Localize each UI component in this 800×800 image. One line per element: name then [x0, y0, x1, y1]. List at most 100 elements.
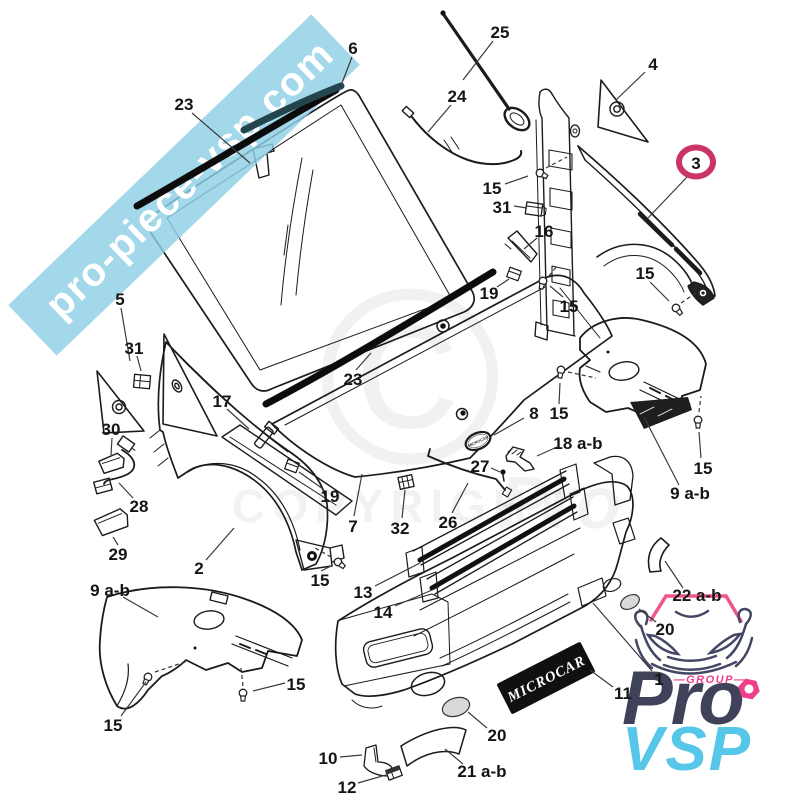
clip-31-left: [132, 373, 152, 390]
part-label: 8: [529, 404, 538, 423]
part-mirror-triangle-left: [96, 370, 145, 434]
watermark-band: pro-piece-vsp.com: [8, 14, 360, 356]
part-label: 19: [321, 487, 340, 506]
dash-line: [154, 660, 189, 673]
screw-icon: [693, 415, 703, 429]
logo-car-sketch: [634, 594, 754, 675]
leader-line: [536, 446, 558, 457]
screw-icon: [140, 671, 154, 687]
leader-line: [320, 564, 334, 572]
part-label: 22 a-b: [672, 586, 721, 605]
part-label: 15: [560, 297, 579, 316]
leader-line: [496, 278, 510, 288]
part-30: [98, 452, 125, 475]
part-label: 21 a-b: [457, 762, 506, 781]
leader-line: [647, 175, 689, 219]
part-label: 14: [374, 603, 393, 622]
part-label: 9 a-b: [670, 484, 710, 503]
part-wheel-arch-liner-left: [98, 586, 303, 710]
labels-layer: 2362524431531161915155312317193028292159…: [90, 23, 721, 797]
part-label: 7: [348, 517, 357, 536]
logo-pro-text: Pro: [622, 656, 743, 741]
part-label: 25: [491, 23, 510, 42]
part-16-bracket: [504, 230, 538, 263]
part-front-bumper: [334, 455, 636, 709]
dash-line: [545, 156, 568, 169]
part-label: 26: [439, 513, 458, 532]
leader-line: [427, 104, 452, 133]
part-rear-panel: MICROCAR: [271, 274, 613, 478]
dash-line: [240, 667, 244, 687]
part-label: 9 a-b: [90, 581, 130, 600]
part-label: 12: [338, 778, 357, 797]
leader-line: [226, 408, 250, 430]
part-label: 15: [550, 404, 569, 423]
leader-line: [589, 669, 614, 688]
screw-icon: [331, 555, 348, 571]
leader-line: [467, 711, 488, 729]
part-cable: [401, 105, 523, 166]
leader-line: [341, 56, 353, 84]
leader-line: [592, 602, 653, 672]
part-cowl-strip: [221, 420, 353, 516]
part-wheel-arch-liner-right: [578, 317, 707, 429]
copyright-brand-watermark: Pro: [498, 461, 621, 544]
part-antenna: [440, 10, 531, 132]
dash-line: [680, 290, 700, 304]
band-rect: [8, 14, 360, 356]
part-label: 28: [130, 497, 149, 516]
part-28-wire: [93, 435, 136, 495]
clip-19-right: [506, 266, 522, 282]
part-label: 4: [648, 55, 658, 74]
part-label: 15: [104, 716, 123, 735]
part-label: 5: [115, 290, 124, 309]
part-front-fender-right: [577, 145, 716, 306]
pin-27: [500, 469, 506, 475]
leader-line: [698, 431, 702, 459]
part-18-bracket: [505, 446, 535, 472]
leader-line: [549, 285, 564, 298]
leader-line: [451, 482, 469, 514]
leader-line: [252, 682, 286, 692]
part-label: 15: [694, 459, 713, 478]
part-rod-26: [427, 448, 513, 498]
part-mirror-triangle-right: [597, 79, 649, 143]
part-label: 20: [656, 620, 675, 639]
leader-line: [205, 527, 235, 561]
part-12-clip: [385, 765, 403, 781]
screw-icon: [238, 688, 248, 702]
part-label: 6: [348, 39, 357, 58]
part-fender-triangle: [162, 333, 218, 437]
part-label: 15: [483, 179, 502, 198]
leader-line: [401, 489, 406, 519]
leader-line: [649, 281, 670, 302]
leader-line: [664, 560, 684, 589]
logo-vsp-text: VSP: [622, 715, 752, 784]
part-label: 2: [194, 559, 203, 578]
leader-line: [120, 681, 147, 717]
leader-line: [462, 40, 494, 81]
part-label: 11: [614, 684, 632, 703]
part-21-strip: [400, 726, 467, 767]
screw-icon: [669, 301, 685, 318]
leader-line: [615, 71, 646, 101]
leader-line: [493, 417, 525, 436]
leader-line: [513, 205, 528, 209]
dash-line: [698, 395, 702, 413]
logo-group-text: —GROUP—: [673, 674, 747, 686]
part-label: 17: [213, 392, 232, 411]
part-label: 18 a-b: [553, 434, 602, 453]
leader-line: [136, 355, 142, 372]
leader-line: [357, 774, 387, 784]
part-label: 32: [391, 519, 410, 538]
highlight-ring: [676, 144, 716, 180]
leader-line: [339, 754, 363, 758]
part-label: 15: [636, 264, 655, 283]
part-a-pillar: [534, 88, 581, 341]
part-label: 15: [287, 675, 306, 694]
part-trim-strips: [133, 82, 497, 408]
part-label: 1: [654, 670, 663, 689]
leader-line: [298, 471, 324, 490]
leader-line: [353, 473, 363, 517]
part-label: 20: [488, 726, 507, 745]
